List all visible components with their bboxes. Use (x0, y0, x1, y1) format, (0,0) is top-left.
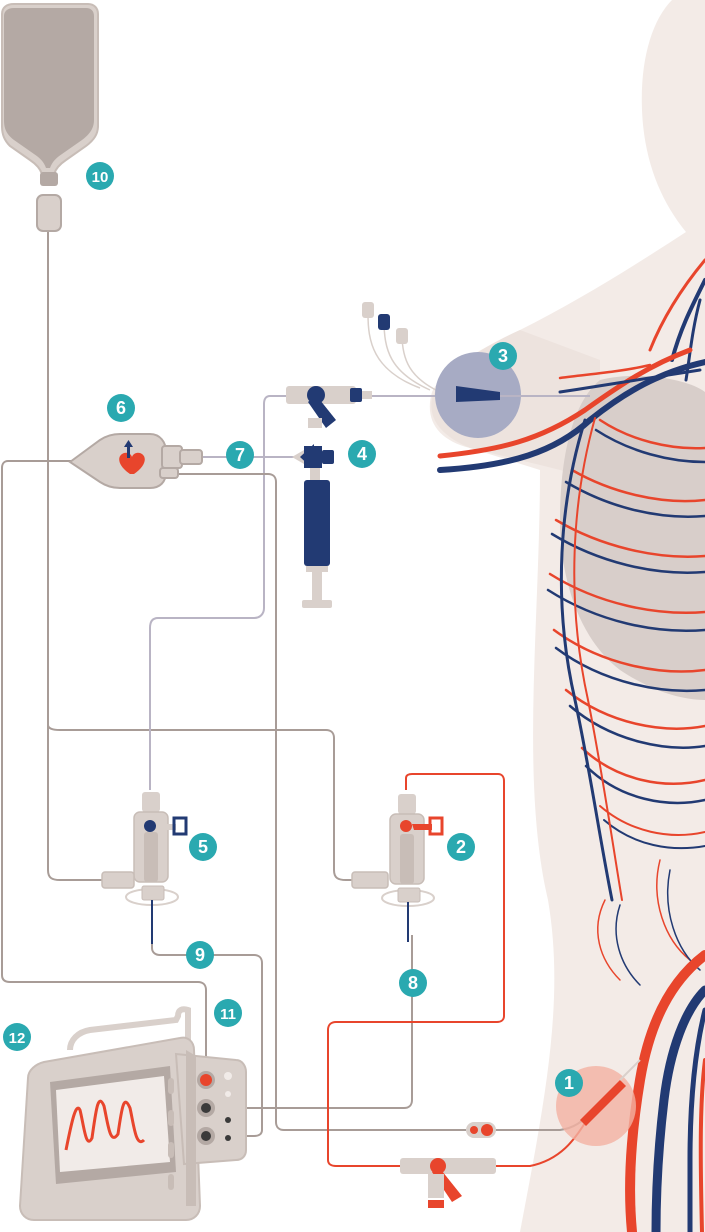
badge-3: 3 (489, 342, 517, 370)
badge-11-label: 11 (220, 1006, 236, 1023)
badge-4: 4 (348, 440, 376, 468)
badge-8: 8 (399, 969, 427, 997)
badge-12: 12 (3, 1023, 31, 1051)
badge-8-label: 8 (408, 973, 418, 993)
cardiac-output-sensor-icon (70, 434, 202, 488)
badges: 1 2 3 4 5 6 7 8 (3, 162, 583, 1097)
stopcock-icon (292, 444, 334, 482)
flush-bag-icon (2, 4, 98, 231)
badge-6-label: 6 (116, 398, 126, 418)
badge-2-label: 2 (456, 837, 466, 857)
badge-9-label: 9 (195, 945, 205, 965)
stopcock-cvc-icon (286, 386, 372, 428)
badge-10-label: 10 (92, 169, 109, 186)
flush-line (48, 230, 102, 880)
badge-10: 10 (86, 162, 114, 190)
badge-7-label: 7 (235, 445, 245, 465)
badge-3-label: 3 (498, 346, 508, 366)
badge-5: 5 (189, 833, 217, 861)
badge-5-label: 5 (198, 837, 208, 857)
badge-7: 7 (226, 441, 254, 469)
badge-6: 6 (107, 394, 135, 422)
badge-1-label: 1 (564, 1073, 574, 1093)
arterial-connector-icon (466, 1122, 496, 1138)
arterial-stopcock-icon (400, 1158, 496, 1208)
transducer-arterial-icon (352, 794, 442, 942)
transducer-icon (102, 792, 186, 944)
lumen-connectors (362, 302, 440, 392)
badge-2: 2 (447, 833, 475, 861)
badge-4-label: 4 (357, 444, 367, 464)
patient-monitor-icon (20, 1009, 246, 1220)
badge-9: 9 (186, 941, 214, 969)
syringe-icon (302, 480, 332, 608)
badge-11: 11 (214, 999, 242, 1027)
badge-12-label: 12 (9, 1030, 26, 1047)
sensor-cable (2, 461, 206, 1080)
badge-1: 1 (555, 1069, 583, 1097)
